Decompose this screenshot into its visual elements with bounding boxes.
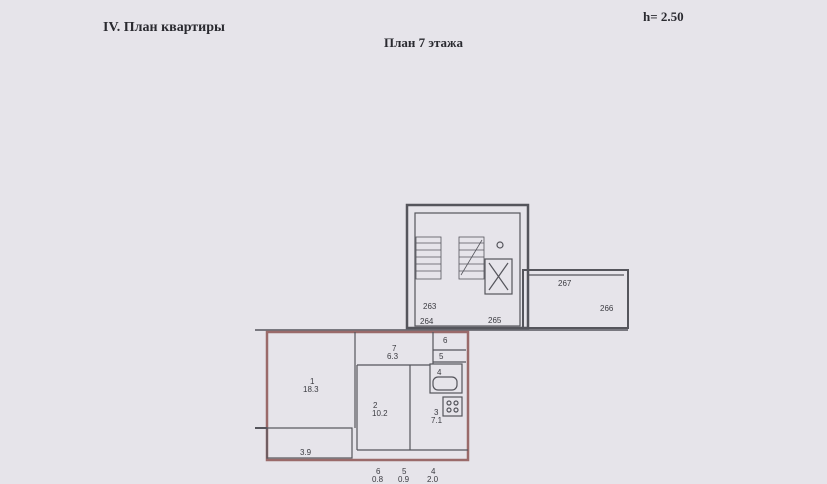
area-267: 267 [558, 279, 572, 288]
room-1-num: 1 [310, 377, 315, 386]
bottom-4-area: 2.0 [427, 475, 439, 484]
chute-icon [496, 241, 504, 249]
room-3-area: 7.1 [431, 416, 443, 425]
balcony-area: 3.9 [300, 448, 312, 457]
room-2-area: 10.2 [372, 409, 388, 418]
bottom-6-num: 6 [376, 467, 381, 476]
stove-icon [442, 396, 463, 417]
stairs [415, 236, 485, 280]
room-3-num: 3 [434, 408, 439, 417]
stairwell-inner [414, 212, 521, 327]
balcony [266, 427, 353, 459]
area-264: 264 [420, 317, 434, 326]
area-263: 263 [423, 302, 437, 311]
room-7-area: 6.3 [387, 352, 399, 361]
bottom-5-num: 5 [402, 467, 407, 476]
bottom-5-area: 0.9 [398, 475, 410, 484]
area-265: 265 [488, 316, 502, 325]
bathroom [429, 363, 463, 394]
floor-title: План 7 этажа [384, 35, 463, 50]
bathtub-icon [432, 376, 458, 391]
stairwell-walls [405, 203, 530, 330]
apartment-walls [265, 330, 470, 462]
area-266: 266 [600, 304, 614, 313]
room-4-num: 4 [437, 368, 442, 377]
room-6-num: 6 [443, 336, 448, 345]
room-1-area: 18.3 [303, 385, 319, 394]
section-title: IV. План квартиры [103, 20, 225, 35]
corridor-walls [522, 269, 629, 329]
room-7-num: 7 [392, 344, 397, 353]
bottom-4-num: 4 [431, 467, 436, 476]
elevator-shaft [484, 258, 513, 295]
ceiling-height: h= 2.50 [643, 9, 684, 24]
bottom-6-area: 0.8 [372, 475, 384, 484]
room-2-num: 2 [373, 401, 378, 410]
room-5-num: 5 [439, 352, 444, 361]
